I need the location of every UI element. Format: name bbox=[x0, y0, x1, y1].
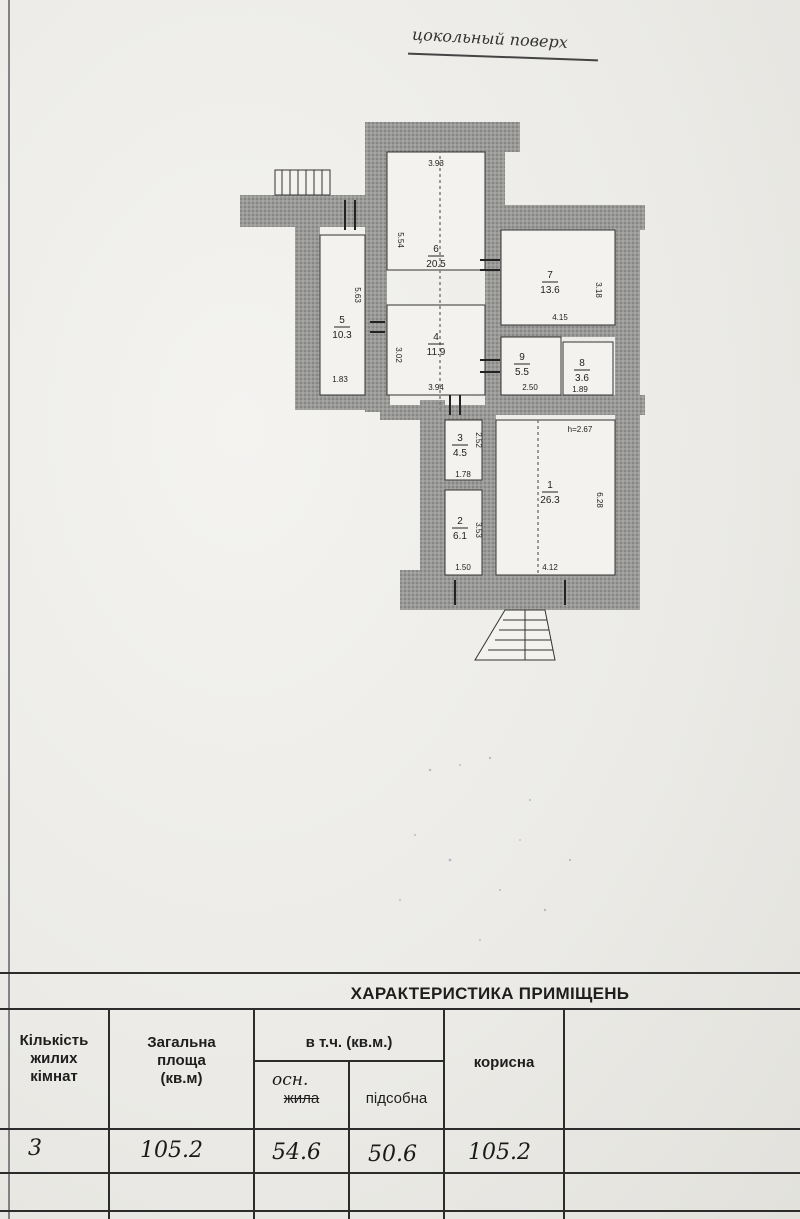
header-main-struck: жила bbox=[283, 1090, 320, 1107]
dim-178: 1.78 bbox=[455, 470, 471, 479]
room-8-area: 3.6 bbox=[575, 373, 589, 384]
dim-250: 2.50 bbox=[522, 383, 538, 392]
binding-margin-line bbox=[8, 0, 10, 1219]
room-3-area: 4.5 bbox=[453, 448, 467, 459]
room-3-number: 3 bbox=[457, 433, 463, 444]
room-8-number: 8 bbox=[579, 358, 585, 369]
dim-415: 4.15 bbox=[552, 313, 568, 322]
room-9-area: 5.5 bbox=[515, 367, 529, 378]
premises-characteristics-table: ХАРАКТЕРИСТИКА ПРИМІЩЕНЬ Кількість жилих… bbox=[0, 970, 800, 1219]
room-1-area: 26.3 bbox=[540, 495, 560, 506]
room-1 bbox=[495, 419, 616, 576]
value-aux-area: 50.6 bbox=[368, 1142, 417, 1167]
room-9-number: 9 bbox=[519, 352, 525, 363]
value-useful-area: 105.2 bbox=[468, 1140, 531, 1165]
room-5-area: 10.3 bbox=[332, 330, 352, 341]
dim-150: 1.50 bbox=[455, 563, 471, 572]
room-4 bbox=[386, 304, 486, 396]
header-useful: корисна bbox=[473, 1054, 535, 1071]
scan-noise bbox=[399, 756, 572, 941]
header-main-handwritten: осн. bbox=[272, 1070, 309, 1090]
room-2-area: 6.1 bbox=[453, 531, 467, 542]
dim-628: 6.28 bbox=[595, 492, 604, 508]
dim-412: 4.12 bbox=[542, 563, 558, 572]
table-title: ХАРАКТЕРИСТИКА ПРИМІЩЕНЬ bbox=[350, 984, 630, 1003]
header-total-area: Загальна площа (кв.м) bbox=[147, 1034, 216, 1087]
room-2-number: 2 bbox=[457, 516, 463, 527]
dim-394: 3.94 bbox=[428, 383, 444, 392]
dim-353: 3.53 bbox=[474, 522, 483, 538]
height-label: h=2.67 bbox=[568, 425, 593, 434]
header-rooms-count: Кількість жилих кімнат bbox=[19, 1032, 89, 1085]
value-rooms-count: 3 bbox=[28, 1136, 42, 1161]
room-6 bbox=[386, 151, 486, 271]
dim-393: 3.93 bbox=[428, 159, 444, 168]
room-5-number: 5 bbox=[339, 315, 345, 326]
dim-302: 3.02 bbox=[394, 347, 403, 363]
room-5 bbox=[319, 234, 366, 396]
room-7-area: 13.6 bbox=[540, 285, 560, 296]
room-7 bbox=[500, 229, 616, 326]
value-total-area: 105.2 bbox=[140, 1138, 203, 1163]
dim-554: 5.54 bbox=[396, 232, 405, 248]
value-main-area: 54.6 bbox=[272, 1140, 321, 1165]
room-9 bbox=[500, 336, 562, 396]
floor-plan: 6 20.5 4 11.9 5 10.3 7 13.6 9 5.5 8 3.6 … bbox=[240, 122, 645, 661]
header-aux: підсобна bbox=[365, 1090, 428, 1107]
wall-mass bbox=[240, 122, 645, 610]
dim-183: 1.83 bbox=[332, 375, 348, 384]
room-2 bbox=[444, 489, 483, 576]
dim-318: 3.18 bbox=[594, 282, 603, 298]
dim-252: 2.52 bbox=[474, 432, 483, 448]
room-4-area: 11.9 bbox=[427, 347, 446, 358]
dim-563: 5.63 bbox=[353, 287, 362, 303]
room-3 bbox=[444, 419, 483, 481]
dim-189: 1.89 bbox=[572, 385, 588, 394]
room-6-area: 20.5 bbox=[426, 259, 446, 270]
room-6-number: 6 bbox=[433, 244, 439, 255]
room-7-number: 7 bbox=[547, 270, 553, 281]
room-8 bbox=[562, 341, 614, 396]
room-1-number: 1 bbox=[547, 480, 553, 491]
room-4-number: 4 bbox=[433, 332, 439, 343]
header-including: в т.ч. (кв.м.) bbox=[305, 1034, 393, 1051]
